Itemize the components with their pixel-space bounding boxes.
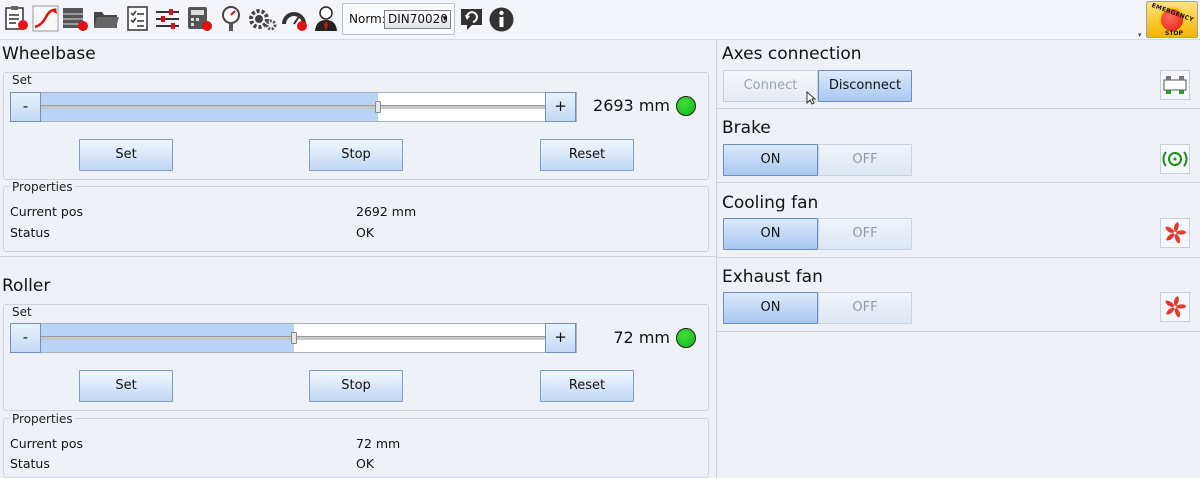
wheelbase-current-pos-value: 2692 mm [356,204,417,219]
roller-status-label: Status [10,456,50,471]
emergency-stop-button[interactable]: EMERGENCY STOP [1146,1,1198,38]
wheelbase-stop-button[interactable]: Stop [309,139,403,171]
section-divider [0,256,716,257]
roller-set-button[interactable]: Set [79,370,173,402]
exhaust-fan-on-button[interactable]: ON [723,292,818,324]
sliders-icon[interactable] [154,5,181,32]
folder-open-icon[interactable] [93,5,120,32]
roller-properties-group: Properties [3,412,709,478]
brake-off-button[interactable]: OFF [818,144,912,176]
wheelbase-status-led [676,96,696,116]
roller-current-pos-label: Current pos [10,436,84,451]
brake-title: Brake [722,118,771,138]
roller-slider-thumb[interactable] [291,332,297,344]
estop-bottom-label: STOP [1165,30,1183,37]
exhaust-fan-icon [1160,292,1190,322]
wheelbase-properties-group: Properties [3,180,709,252]
roller-current-pos-value: 72 mm [356,436,401,451]
wheelbase-status-label: Status [10,225,50,240]
roller-stop-button[interactable]: Stop [309,370,403,402]
panel-divider [716,40,717,478]
overflow-caret-icon[interactable]: ▾ [1138,31,1142,39]
norm-value: DIN70020 [388,12,448,26]
norm-selector: Norm: DIN70020 ▾ [342,3,455,35]
brake-on-button[interactable]: ON [723,144,818,176]
wheelbase-readout: 2693 mm [593,96,670,115]
right-divider-3 [717,257,1200,258]
emergency-stop-icon [1159,7,1185,33]
wheelbase-slider-thumb[interactable] [375,101,381,113]
task-list-icon[interactable] [124,5,151,32]
right-divider-4 [717,331,1200,332]
info-icon[interactable] [488,6,515,33]
wheelbase-set-button[interactable]: Set [79,139,173,171]
roller-title: Roller [2,276,51,296]
speedometer-settings-icon[interactable] [281,5,308,32]
roller-minus-button[interactable]: - [10,323,41,353]
wheelbase-reset-button[interactable]: Reset [540,139,634,171]
right-divider-2 [717,182,1200,183]
checklist-icon[interactable] [3,5,30,32]
wheelbase-slider-track [11,105,576,109]
curve-chart-icon[interactable] [32,5,59,32]
gears-icon[interactable] [248,5,278,32]
exhaust-fan-off-button[interactable]: OFF [818,292,912,324]
roller-reset-button[interactable]: Reset [540,370,634,402]
roller-status-led [676,328,696,348]
brake-icon [1160,144,1190,174]
gauge-pin-icon[interactable] [218,5,245,32]
wheelbase-current-pos-label: Current pos [10,204,84,219]
roller-readout: 72 mm [613,328,670,347]
wheelbase-title: Wheelbase [2,44,96,64]
roller-set-label: Set [12,305,34,319]
disconnect-button[interactable]: Disconnect [818,70,912,102]
wheelbase-slider[interactable] [10,92,577,122]
toolbar: Norm: DIN70020 ▾ ▾ EMERGENCY STOP [0,0,1200,40]
cooling-fan-title: Cooling fan [722,193,819,213]
wheelbase-minus-button[interactable]: - [10,92,41,122]
chevron-down-icon: ▾ [442,14,447,24]
cooling-fan-on-button[interactable]: ON [723,218,818,250]
table-settings-icon[interactable] [62,5,89,32]
refresh-chat-icon[interactable] [458,6,485,33]
norm-label: Norm: [349,12,386,26]
roller-slider[interactable] [10,323,577,353]
axes-connection-title: Axes connection [722,44,862,64]
wheelbase-plus-button[interactable]: + [545,92,576,122]
wheelbase-status-value: OK [356,225,375,240]
cooling-fan-off-button[interactable]: OFF [818,218,912,250]
calculator-settings-icon[interactable] [186,5,213,32]
wheelbase-set-label: Set [12,73,34,87]
roller-status-value: OK [356,456,375,471]
connect-button[interactable]: Connect [723,70,818,102]
roller-properties-label: Properties [12,412,75,426]
user-icon[interactable] [313,5,340,32]
exhaust-fan-title: Exhaust fan [722,267,823,287]
wheelbase-properties-label: Properties [12,180,75,194]
cooling-fan-icon [1160,218,1190,248]
roller-plus-button[interactable]: + [545,323,576,353]
mouse-cursor-icon [806,91,816,105]
right-divider-1 [717,108,1200,109]
axes-connection-icon [1160,70,1190,100]
norm-dropdown[interactable]: DIN70020 ▾ [384,10,451,29]
